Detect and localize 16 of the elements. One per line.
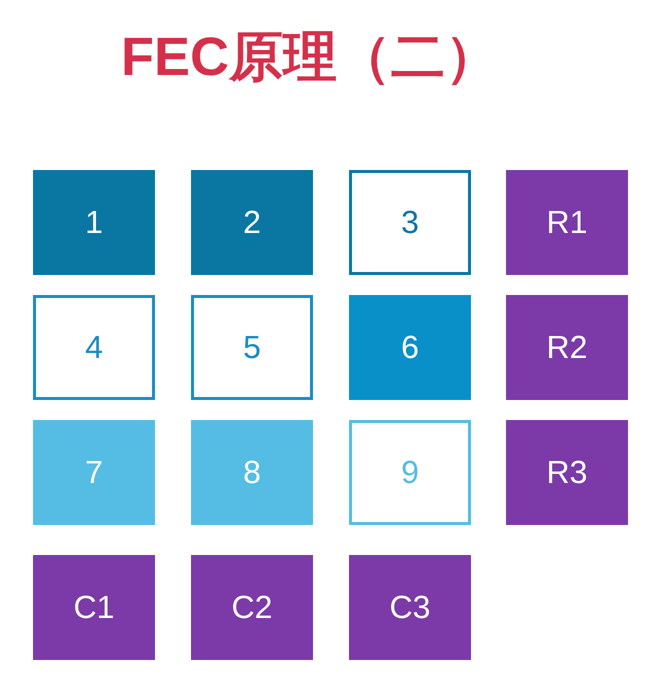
data-block: 7	[33, 420, 155, 525]
data-block: 8	[191, 420, 313, 525]
data-block: 6	[349, 295, 471, 400]
empty-block: 4	[33, 295, 155, 400]
data-block: R3	[506, 420, 628, 525]
data-block: R1	[506, 170, 628, 275]
data-block: R2	[506, 295, 628, 400]
empty-block: 5	[191, 295, 313, 400]
data-block: 2	[191, 170, 313, 275]
data-block: C2	[191, 555, 313, 660]
data-block: C1	[33, 555, 155, 660]
data-block: 1	[33, 170, 155, 275]
empty-block: 9	[349, 420, 471, 525]
title: FEC原理（二）	[120, 26, 500, 89]
empty-block: 3	[349, 170, 471, 275]
data-block: C3	[349, 555, 471, 660]
